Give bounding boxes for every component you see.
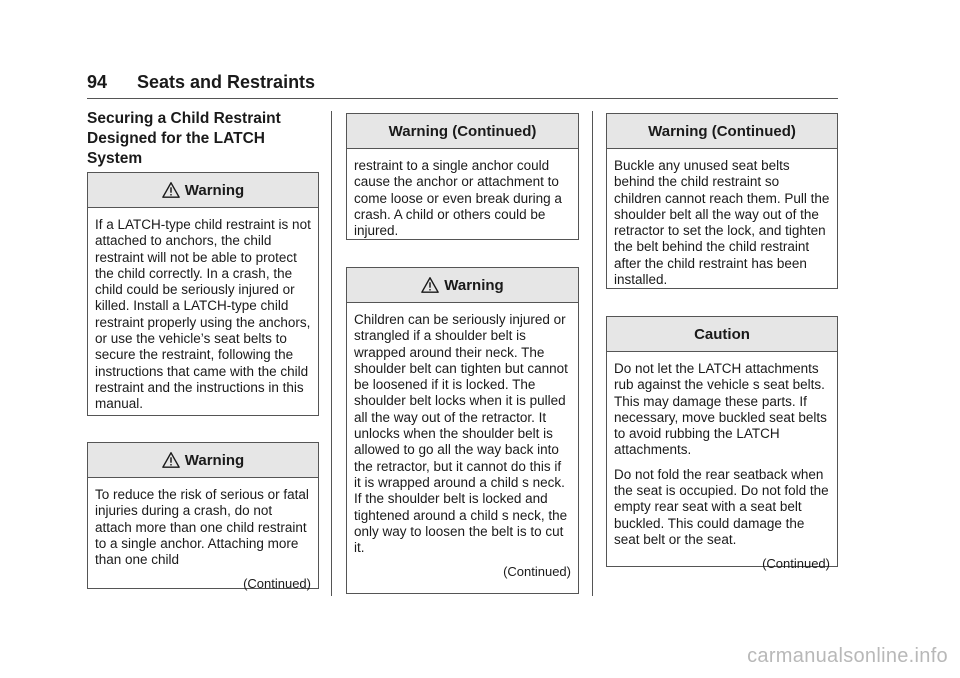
column-divider: [331, 111, 332, 596]
warning-header: Warning: [88, 173, 318, 208]
warning-triangle-icon: [421, 277, 440, 293]
warning-box-anchor: Warning To reduce the risk of serious or…: [87, 442, 319, 591]
section-title: Seats and Restraints: [137, 72, 316, 92]
warning-text: If a LATCH-type child restraint is not a…: [95, 217, 311, 412]
warning-title: Warning (Continued): [388, 122, 537, 140]
caution-header: Caution: [607, 317, 837, 352]
warning-title: Warning: [184, 181, 245, 199]
warning-triangle-icon: [161, 182, 180, 198]
warning-title: Warning: [444, 276, 504, 294]
page-header: 94 Seats and Restraints: [87, 72, 838, 99]
warning-header: Warning (Continued): [347, 114, 578, 149]
warning-body: Children can be seriously injured or str…: [347, 303, 578, 586]
warning-continued-box: Warning (Continued) Buckle any unused se…: [606, 113, 838, 289]
subsection-heading: Securing a Child Restraint Designed for …: [87, 110, 281, 167]
warning-continued-box: Warning (Continued) restraint to a singl…: [346, 113, 579, 240]
warning-box-shoulder-belt: Warning Children can be seriously injure…: [346, 267, 579, 594]
continued-label: (Continued): [243, 576, 311, 592]
warning-text: Buckle any unused seat belts behind the …: [614, 158, 830, 288]
warning-text: To reduce the risk of serious or fatal i…: [95, 487, 309, 568]
watermark: carmanualsonline.info: [747, 645, 948, 667]
warning-triangle-icon: [161, 452, 180, 468]
warning-box-latch: Warning If a LATCH-type child restraint …: [87, 172, 319, 416]
caution-body: Do not let the LATCH attachments rub aga…: [607, 352, 837, 578]
column-divider: [592, 111, 593, 596]
continued-label: (Continued): [503, 564, 571, 580]
warning-header: Warning: [347, 268, 578, 303]
warning-header: Warning: [88, 443, 318, 478]
page-number: 94: [87, 72, 108, 92]
caution-box: Caution Do not let the LATCH attachments…: [606, 316, 838, 571]
warning-title: Warning: [184, 451, 245, 469]
warning-text: restraint to a single anchor could cause…: [354, 158, 562, 239]
warning-body: To reduce the risk of serious or fatal i…: [88, 478, 318, 598]
caution-paragraph: Do not let the LATCH attachments rub aga…: [614, 361, 827, 458]
warning-body: Buckle any unused seat belts behind the …: [607, 149, 837, 294]
warning-body: restraint to a single anchor could cause…: [347, 149, 578, 245]
warning-header: Warning (Continued): [607, 114, 837, 149]
caution-title: Caution: [694, 325, 750, 343]
warning-title: Warning (Continued): [648, 122, 796, 140]
warning-text: Children can be seriously injured or str…: [354, 312, 568, 556]
caution-paragraph: Do not fold the rear seatback when the s…: [614, 466, 829, 547]
warning-body: If a LATCH-type child restraint is not a…: [88, 208, 318, 419]
continued-label: (Continued): [762, 556, 830, 572]
